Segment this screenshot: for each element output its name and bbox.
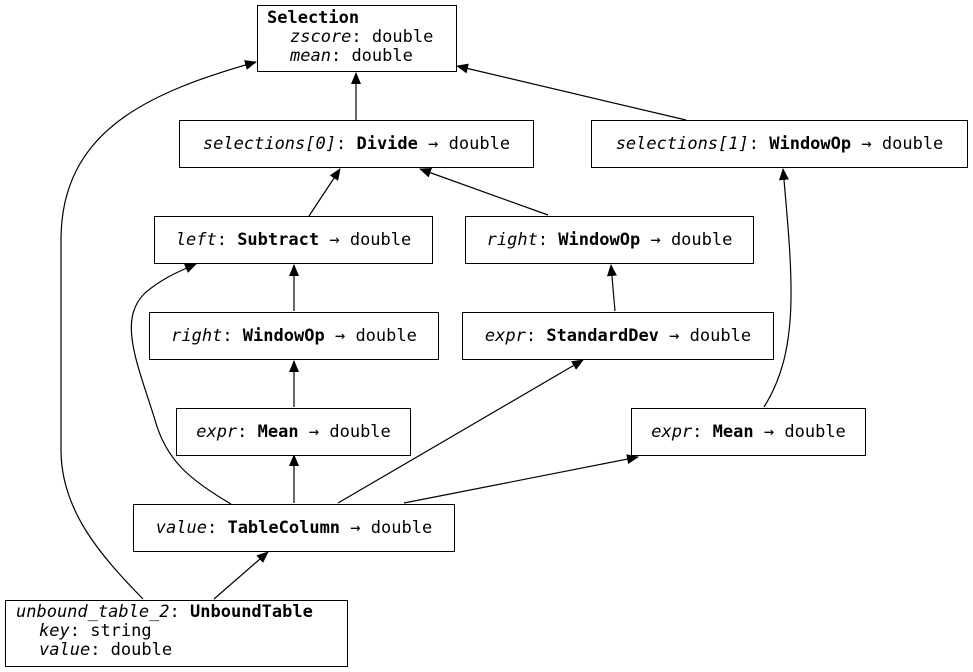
node-mean-right: expr: Mean → double: [631, 408, 866, 456]
edge-windowop-sel1-to-selection: [456, 63, 687, 121]
edge-windowop-right-to-divide: [419, 168, 549, 216]
edge-tablecolumn-to-stddev: [337, 359, 584, 504]
node-unbound-table: unbound_table_2: UnboundTable key: strin…: [5, 600, 348, 667]
edge-tablecolumn-to-subtract: [130, 263, 232, 505]
edge-unbound-to-tablecolumn: [213, 551, 269, 600]
selection-field-mean: mean: double: [290, 46, 413, 66]
edge-stddev-to-windowop-right: [606, 264, 617, 312]
edge-mean-right-to-windowop-sel1: [763, 168, 792, 408]
node-stddev: expr: StandardDev → double: [462, 312, 774, 360]
node-subtract: left: Subtract → double: [154, 216, 433, 264]
selection-title: Selection: [267, 8, 360, 28]
edge-tablecolumn-to-mean-right: [403, 454, 639, 504]
node-tablecolumn: value: TableColumn → double: [133, 504, 455, 552]
edge-unbound-to-selection: [60, 60, 257, 600]
node-divide: selections[0]: Divide → double: [179, 120, 534, 168]
node-windowop-right-sub: right: WindowOp → double: [149, 312, 439, 360]
unbound-title: unbound_table_2: UnboundTable: [16, 602, 313, 622]
node-selection: Selection zscore: double mean: double: [257, 5, 457, 72]
node-windowop-sel1: selections[1]: WindowOp → double: [591, 120, 968, 168]
unbound-field-value: value: double: [39, 640, 173, 660]
node-windowop-right-div: right: WindowOp → double: [465, 216, 754, 264]
node-mean-left: expr: Mean → double: [176, 408, 411, 456]
edge-subtract-to-divide: [308, 168, 341, 217]
unbound-field-key: key: string: [39, 621, 152, 641]
selection-field-zscore: zscore: double: [290, 27, 434, 47]
